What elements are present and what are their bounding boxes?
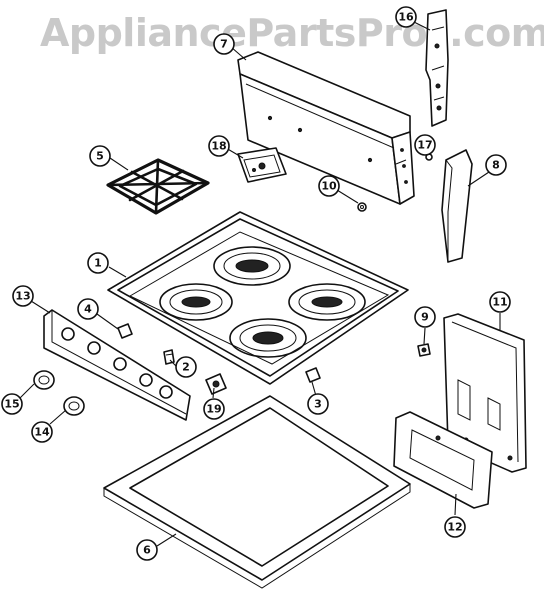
callout-10[interactable]: 10 — [318, 175, 340, 197]
callout-4-label: 4 — [84, 303, 92, 316]
callout-19-label: 19 — [206, 403, 221, 416]
callout-2[interactable]: 2 — [175, 356, 197, 378]
callout-15-label: 15 — [4, 398, 19, 411]
callout-15[interactable]: 15 — [1, 393, 23, 415]
callout-12-label: 12 — [447, 521, 462, 534]
callout-8[interactable]: 8 — [485, 154, 507, 176]
part-19-igniter-switch[interactable] — [205, 373, 227, 395]
part-1-cooktop[interactable] — [107, 211, 409, 385]
part-14-knob[interactable] — [63, 396, 85, 416]
callout-11[interactable]: 11 — [489, 291, 511, 313]
callout-7-label: 7 — [220, 38, 228, 51]
callout-7[interactable]: 7 — [213, 33, 235, 55]
callout-13[interactable]: 13 — [12, 285, 34, 307]
part-18-switch-module[interactable] — [237, 147, 287, 183]
part-3-clip[interactable] — [305, 367, 321, 383]
callout-4[interactable]: 4 — [77, 298, 99, 320]
callout-18-label: 18 — [211, 140, 226, 153]
callout-8-label: 8 — [492, 159, 500, 172]
callout-19[interactable]: 19 — [203, 398, 225, 420]
part-8-end-cap[interactable] — [441, 149, 473, 263]
callout-3-label: 3 — [314, 398, 322, 411]
callout-12[interactable]: 12 — [444, 516, 466, 538]
callout-9-label: 9 — [421, 311, 429, 324]
callout-16-label: 16 — [398, 11, 414, 24]
leader-lines — [19, 20, 501, 547]
callout-14-label: 14 — [34, 426, 50, 439]
callout-6-label: 6 — [143, 544, 151, 557]
callout-3[interactable]: 3 — [307, 393, 329, 415]
callout-18[interactable]: 18 — [208, 135, 230, 157]
part-16-side-bracket[interactable] — [425, 9, 449, 127]
callout-11-label: 11 — [492, 296, 507, 309]
callout-16[interactable]: 16 — [395, 6, 417, 28]
part-12-drawer-frame[interactable] — [393, 411, 493, 509]
callout-1[interactable]: 1 — [87, 252, 109, 274]
part-13-control-panel[interactable] — [43, 309, 191, 421]
part-9-orifice[interactable] — [417, 343, 431, 357]
part-15-knob[interactable] — [33, 370, 55, 390]
callout-13-label: 13 — [15, 290, 30, 303]
part-6-drawer-panel[interactable] — [103, 395, 411, 589]
part-5-burner-grate[interactable] — [106, 158, 210, 215]
watermark: AppliancePartsPros.com — [40, 11, 544, 55]
part-2-valve-fitting[interactable] — [163, 349, 175, 365]
callout-17-label: 17 — [417, 139, 432, 152]
callout-17[interactable]: 17 — [414, 134, 436, 156]
callout-6[interactable]: 6 — [136, 539, 158, 561]
part-10-nut[interactable] — [357, 202, 367, 212]
callout-1-label: 1 — [94, 257, 102, 270]
callout-10-label: 10 — [321, 180, 337, 193]
callout-14[interactable]: 14 — [31, 421, 53, 443]
part-7-backguard[interactable] — [237, 51, 415, 205]
callout-9[interactable]: 9 — [414, 306, 436, 328]
part-4-indicator-light[interactable] — [117, 323, 133, 339]
callout-2-label: 2 — [182, 361, 190, 374]
callout-5-label: 5 — [96, 150, 104, 163]
callout-5[interactable]: 5 — [89, 145, 111, 167]
